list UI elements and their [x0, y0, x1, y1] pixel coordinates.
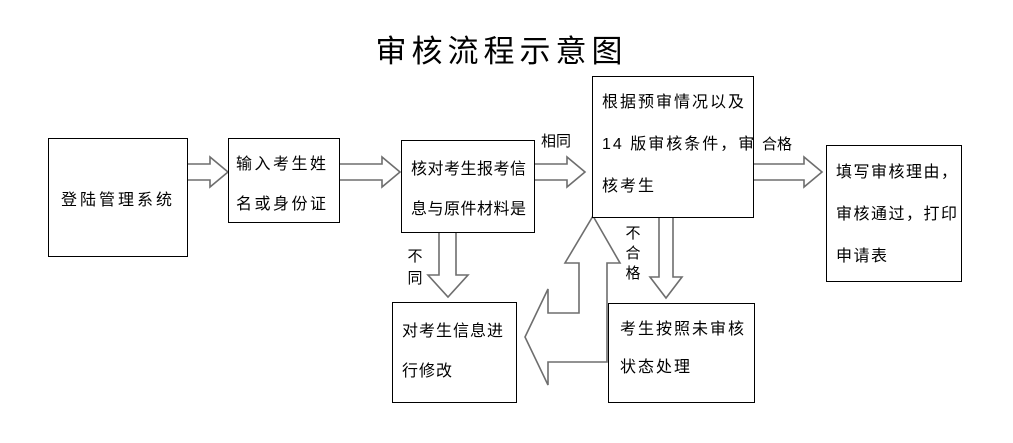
- arrow-verify-to-audit: [535, 155, 587, 189]
- edge-label-unqualified: 不合格: [625, 225, 641, 282]
- box-login-system: 登陆管理系统: [48, 138, 188, 257]
- arrow-audit-to-unaudited: [648, 218, 684, 300]
- box-enter-candidate-line1: 输入考生姓: [236, 156, 329, 173]
- box-enter-candidate-line2: 名或身份证: [236, 196, 329, 213]
- arrow-input-to-verify: [340, 155, 402, 189]
- box-fill-line1: 填写审核理由，: [836, 164, 959, 181]
- arrow-audit-to-result: [754, 155, 824, 189]
- box-audit-candidate: 根据预审情况以及 14 版审核条件，审 核考生: [592, 76, 754, 218]
- box-unaudited-line2: 状态处理: [620, 359, 693, 376]
- edge-label-qualified: 合格: [762, 136, 793, 153]
- box-verify-line1: 核对考生报考信: [411, 161, 527, 178]
- box-modify-candidate-info: 对考生信息进 行修改: [392, 302, 517, 403]
- arrow-unaudited-back-to-modify-and-audit: [524, 214, 622, 386]
- box-audit-line1: 根据预审情况以及: [602, 94, 747, 111]
- box-verify-registration-info: 核对考生报考信 息与原件材料是: [401, 140, 535, 233]
- arrow-login-to-input: [188, 155, 230, 189]
- box-modify-line2: 行修改: [402, 363, 454, 380]
- box-fill-line2: 审核通过，打印: [836, 206, 959, 223]
- box-fill-audit-reason-print: 填写审核理由， 审核通过，打印 申请表: [826, 145, 962, 282]
- box-unaudited-status-handling: 考生按照未审核 状态处理: [608, 303, 755, 403]
- box-modify-line1: 对考生信息进: [402, 323, 505, 340]
- box-fill-line3: 申请表: [836, 248, 889, 265]
- box-audit-line3: 核考生: [602, 178, 657, 195]
- page-title: 审核流程示意图: [375, 34, 628, 69]
- edge-label-same: 相同: [541, 133, 572, 150]
- edge-label-different: 不同: [407, 248, 423, 287]
- arrow-verify-to-modify: [426, 233, 470, 299]
- box-unaudited-line1: 考生按照未审核: [620, 321, 747, 338]
- box-audit-line2: 14 版审核条件，审: [602, 136, 757, 153]
- box-enter-candidate-name-id: 输入考生姓 名或身份证: [228, 138, 340, 223]
- box-login-system-text: 登陆管理系统: [60, 191, 175, 209]
- box-verify-line2: 息与原件材料是: [411, 201, 527, 218]
